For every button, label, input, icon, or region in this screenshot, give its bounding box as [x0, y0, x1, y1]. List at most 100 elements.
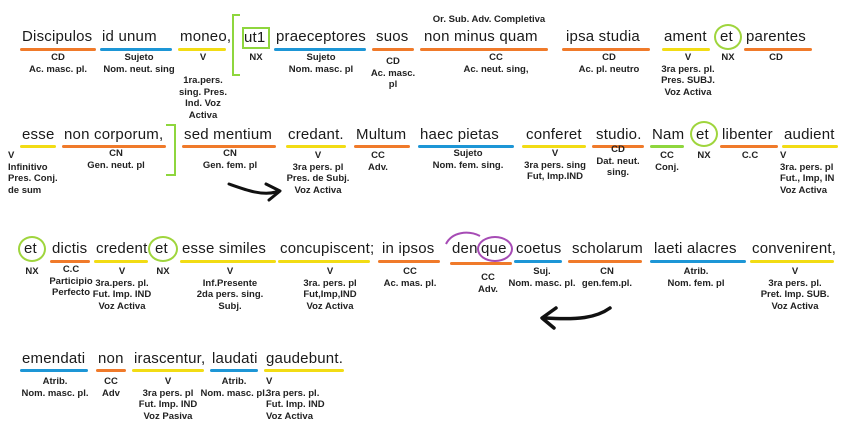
note-cc-ipsos: CC Ac. mas. pl.: [383, 266, 437, 289]
note-nx3: NX: [697, 150, 711, 161]
underline-yellow: [662, 48, 710, 51]
underline-blue: [514, 260, 562, 263]
word-ut1: ut1: [244, 29, 266, 46]
note-v-irascentur: V 3ra pers. pl Fut. Imp. IND Voz Pasiva: [138, 376, 198, 422]
note-sujeto-pietas: Sujeto Nom. fem. sing.: [432, 148, 504, 171]
underline-orange: [354, 145, 410, 148]
circle-highlight: [714, 24, 742, 50]
underline-yellow: [132, 369, 204, 372]
note-atrib1: Atrib. Nom. fem. pl: [667, 266, 725, 289]
underline-orange: [420, 48, 548, 51]
word-concupiscent: concupiscent;: [280, 240, 375, 257]
underline-yellow: [20, 145, 56, 148]
note-cc-non: CC Adv: [102, 376, 120, 399]
word-praeceptores: praeceptores: [276, 28, 366, 45]
note-cc-dictis: C.C Participio Perfecto: [49, 264, 93, 298]
note-cd-studia: CD Ac. pl. neutro: [578, 52, 640, 75]
note-cc-quam: CC Ac. neut. sing,: [463, 52, 529, 75]
underline-yellow: [178, 48, 226, 51]
note-cn-corporum: CN Gen. neut. pl: [87, 148, 145, 171]
bracket-right: [166, 124, 176, 176]
note-cd-suos: CD Ac. masc. pl: [370, 56, 416, 90]
note-sujeto1: Sujeto Nom. neut. sing: [103, 52, 175, 75]
word-convenirent: convenirent,: [752, 240, 837, 257]
word-nam: Nam: [652, 126, 685, 143]
note-v-conferet: V 3ra pers. sing Fut, Imp.IND: [524, 148, 586, 182]
word-et-1: et: [720, 28, 733, 45]
word-laudati: laudati: [212, 350, 258, 367]
note-v-esse: V Infinitivo Pres. Conj. de sum: [8, 150, 58, 196]
note-or-sub: Or. Sub. Adv. Completiva: [432, 14, 546, 25]
note-cn-mentium: CN Gen. fem. pl: [202, 148, 258, 171]
word-irascentur: irascentur,: [134, 350, 206, 367]
underline-orange: [50, 260, 90, 263]
note-v-convenirent: V 3ra pers. pl. Pret. Imp. SUB. Voz Acti…: [760, 266, 830, 312]
word-dictis: dictis: [52, 240, 88, 257]
underline-orange: [744, 48, 812, 51]
word-emendati: emendati: [22, 350, 86, 367]
underline-orange: [450, 262, 512, 265]
word-in-ipsos: in ipsos: [382, 240, 435, 257]
word-studio: studio.: [596, 126, 642, 143]
note-nx4: NX: [25, 266, 39, 277]
underline-orange: [568, 260, 642, 263]
underline-green: [650, 145, 684, 148]
note-v-esse2: V Inf.Presente 2da pers. sing. Subj.: [196, 266, 264, 312]
circle-highlight: [148, 236, 178, 262]
note-v-concupiscent: V 3ra. pers. pl Fut,Imp,IND Voz Activa: [303, 266, 357, 312]
word-credent: credent: [96, 240, 148, 257]
word-non-minus-quam: non minus quam: [424, 28, 538, 45]
word-scholarum: scholarum: [572, 240, 643, 257]
underline-orange: [592, 145, 644, 148]
note-atrib2: Atrib. Nom. masc. pl.: [21, 376, 89, 399]
word-suos: suos: [376, 28, 409, 45]
note-atrib3: Atrib. Nom. masc. pl.: [200, 376, 268, 399]
underline-yellow: [180, 260, 276, 263]
note-v-credent: V 3ra.pers. pl. Fut. Imp. IND Voz Activa: [92, 266, 152, 312]
note-cc-nam: CC Conj.: [655, 150, 679, 173]
underline-yellow: [522, 145, 586, 148]
note-cc-multum: CC Adv.: [368, 150, 388, 173]
underline-yellow: [750, 260, 834, 263]
word-ipsa-studia: ipsa studia: [566, 28, 640, 45]
underline-blue: [20, 369, 88, 372]
word-id-unum: id unum: [102, 28, 157, 45]
underline-orange: [720, 145, 778, 148]
underline-yellow: [782, 145, 838, 148]
word-esse-similes: esse similes: [182, 240, 267, 257]
word-audient: audient: [784, 126, 835, 143]
underline-yellow: [264, 369, 344, 372]
underline-orange: [62, 145, 166, 148]
underline-orange: [96, 369, 126, 372]
word-esse: esse: [22, 126, 55, 143]
word-sed-mentium: sed mentium: [184, 126, 273, 143]
underline-yellow: [94, 260, 148, 263]
word-discipulos: Discipulos: [22, 28, 93, 45]
word-libenter: libenter: [722, 126, 773, 143]
denique-arc: [445, 231, 481, 245]
underline-orange: [562, 48, 650, 51]
underline-blue: [418, 145, 514, 148]
note-v-audient: V 3ra. pers. pl Fut., Imp, IN Voz Activa: [780, 150, 835, 196]
underline-yellow: [286, 145, 346, 148]
note-nx1: NX: [249, 52, 263, 63]
word-parentes: parentes: [746, 28, 806, 45]
underline-blue: [210, 369, 258, 372]
word-et-4: et: [155, 240, 168, 257]
word-laeti-alacres: laeti alacres: [654, 240, 737, 257]
note-v-ament: V 3ra pers. pl. Pres. SUBJ. Voz Activa: [661, 52, 715, 98]
word-den: den: [452, 240, 478, 257]
note-v-gaudebunt: V 3ra pers. pl. Fut. Imp. IND Voz Activa: [266, 376, 325, 422]
underline-orange: [20, 48, 96, 51]
note-v-credant: V 3ra pers. pl Pres. de Subj. Voz Activa: [286, 150, 350, 196]
note-cd-parentes: CD: [769, 52, 783, 63]
underline-orange: [182, 145, 276, 148]
circle-highlight: [477, 236, 513, 262]
word-et-3: et: [24, 240, 37, 257]
word-moneo: moneo,: [180, 28, 232, 45]
note-nx5: NX: [156, 266, 170, 277]
underline-orange: [372, 48, 414, 51]
note-cc-libenter: C.C: [741, 150, 759, 161]
